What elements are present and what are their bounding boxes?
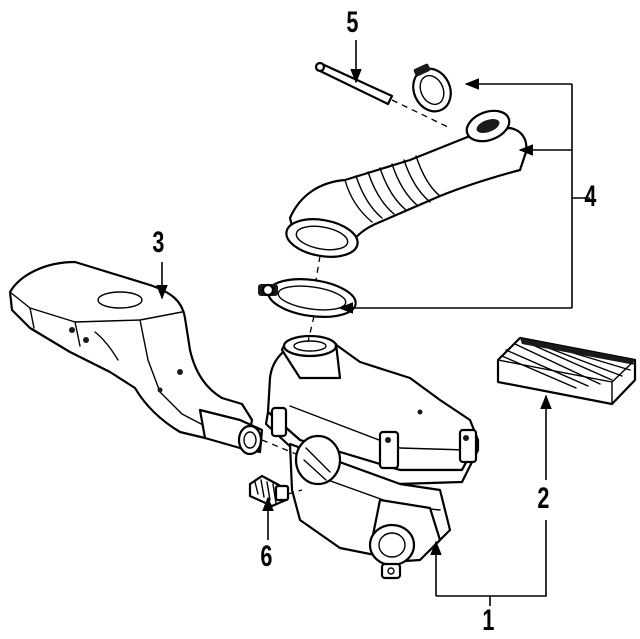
sensor-part (248, 474, 290, 508)
leader-lines (156, 40, 590, 606)
air-filter-element-part (496, 336, 637, 406)
alignment-lines (261, 99, 451, 495)
air-cleaner-housing-part (264, 334, 480, 580)
callout-1: 1 (482, 604, 495, 637)
callout-4: 4 (584, 180, 597, 213)
callout-5: 5 (346, 6, 359, 39)
breather-tube-part (314, 61, 394, 106)
callout-3: 3 (152, 226, 165, 259)
intake-resonator-part (8, 260, 264, 456)
intake-hose-part (258, 63, 528, 318)
callout-6: 6 (260, 540, 273, 573)
callout-2: 2 (537, 482, 550, 515)
